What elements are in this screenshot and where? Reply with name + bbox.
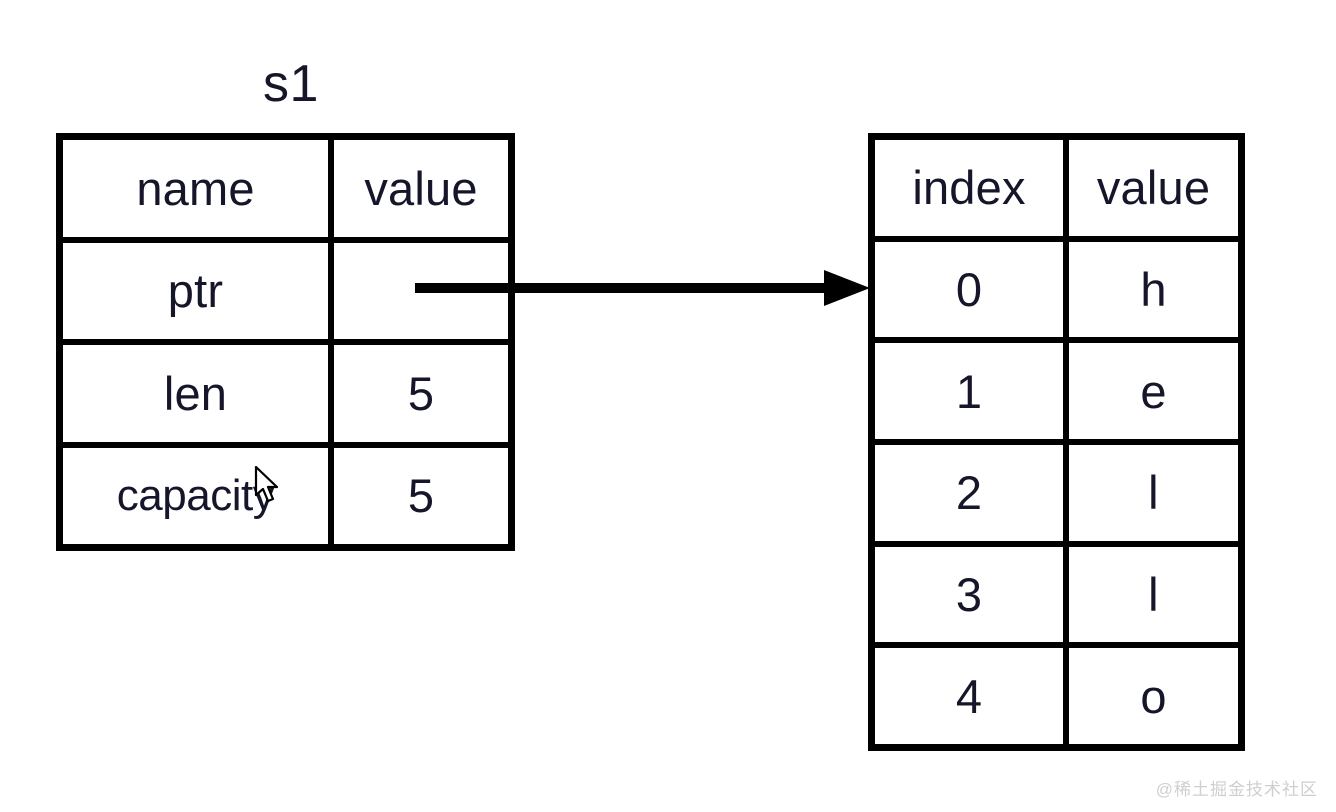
struct-table: name value ptr len 5 capacity 5 (56, 133, 515, 551)
buffer-value-2: l (1069, 445, 1238, 541)
buffer-index-3: 3 (875, 546, 1063, 643)
struct-field-value-len: 5 (334, 345, 508, 442)
struct-variable-label: s1 (263, 55, 319, 113)
struct-field-name-ptr: ptr (63, 242, 328, 339)
buffer-index-1: 1 (875, 343, 1063, 440)
table-row: 0 h (875, 241, 1238, 338)
buffer-index-2: 2 (875, 445, 1063, 541)
buffer-header-value: value (1069, 140, 1238, 236)
table-row: 1 e (875, 343, 1238, 440)
struct-field-name-len: len (63, 345, 328, 442)
buffer-value-3: l (1069, 546, 1238, 643)
table-row: 3 l (875, 546, 1238, 643)
struct-field-value-ptr (334, 242, 508, 339)
buffer-table: index value 0 h 1 e 2 l 3 l 4 o (868, 133, 1245, 751)
struct-field-name-capacity: capacity (63, 447, 328, 544)
table-row: 2 l (875, 445, 1238, 541)
table-row: ptr (63, 242, 508, 339)
buffer-value-4: o (1069, 648, 1238, 745)
watermark: @稀土掘金技术社区 (1155, 780, 1318, 799)
struct-field-value-capacity: 5 (334, 447, 508, 544)
buffer-value-0: h (1069, 241, 1238, 338)
table-header-row: index value (875, 140, 1238, 236)
table-row: 4 o (875, 648, 1238, 745)
table-row: capacity 5 (63, 447, 508, 544)
struct-header-name: name (63, 140, 328, 237)
table-header-row: name value (63, 140, 508, 237)
buffer-value-1: e (1069, 343, 1238, 440)
table-row: len 5 (63, 345, 508, 442)
buffer-index-4: 4 (875, 648, 1063, 745)
buffer-header-index: index (875, 140, 1063, 236)
struct-header-value: value (334, 140, 508, 237)
buffer-index-0: 0 (875, 241, 1063, 338)
